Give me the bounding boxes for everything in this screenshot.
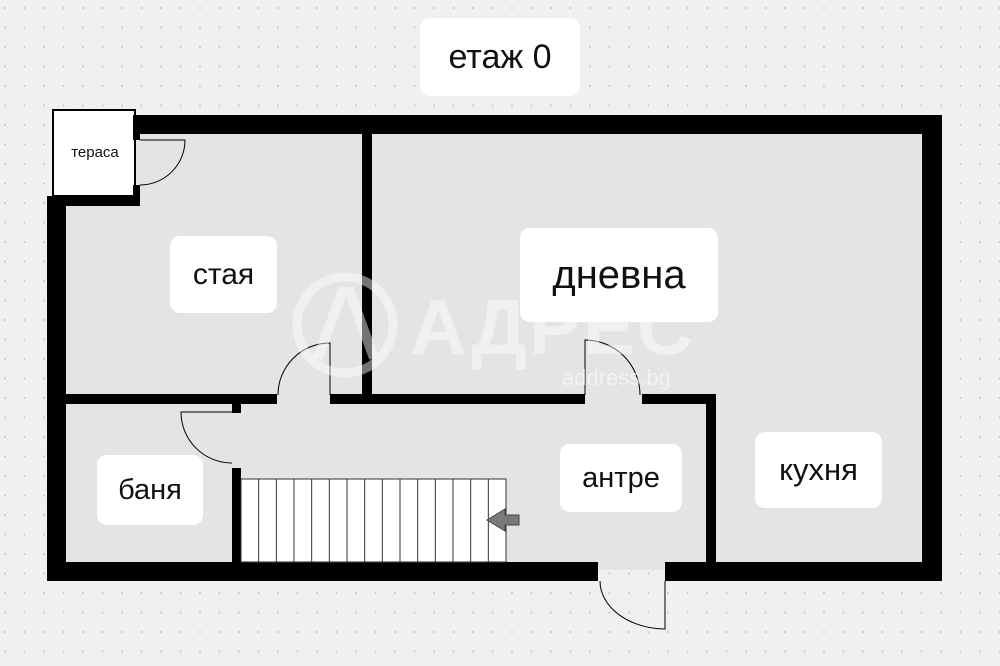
stairs-outline — [240, 478, 507, 563]
bathroom-door — [180, 411, 233, 464]
room-label-terrace: тераса — [71, 144, 119, 161]
staircase — [240, 478, 507, 563]
living-door — [584, 339, 641, 396]
terrace-door — [139, 139, 186, 186]
room-label-kitchen: кухня — [755, 432, 882, 508]
entrance-door — [599, 580, 666, 630]
room-label-bathroom: баня — [97, 455, 203, 525]
walls — [47, 115, 942, 581]
floor-title: етаж 0 — [420, 18, 580, 96]
room-label-living: дневна — [520, 228, 718, 322]
room-label-room: стая — [170, 236, 277, 313]
room-door — [277, 342, 331, 396]
watermark — [292, 272, 398, 378]
watermark-logo-icon — [292, 272, 398, 378]
doors — [139, 139, 666, 630]
watermark-domain: address.bg — [562, 365, 671, 390]
stairs-arrow-icon — [486, 508, 520, 532]
room-label-hall: антре — [560, 444, 682, 512]
